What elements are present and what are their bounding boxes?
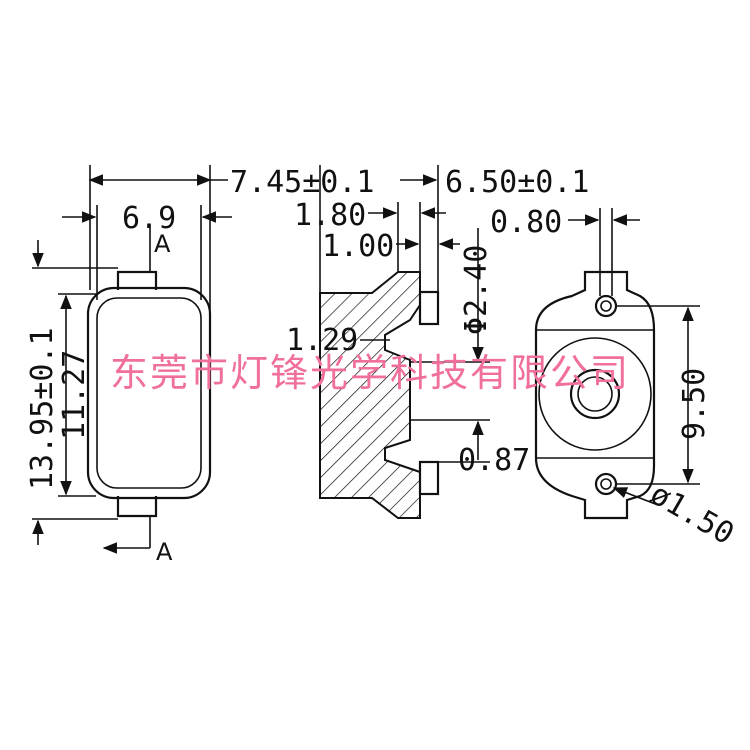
side-body-outline (534, 270, 656, 520)
dim-leader-1-50 (612, 487, 659, 506)
section-pin-bottom (418, 460, 440, 496)
dim-label-side-hole-dia: ø1.50 (644, 477, 740, 552)
dim-label-front-width-outer: 7.45±0.1 (230, 165, 375, 200)
side-hole-bottom (594, 472, 618, 496)
dim-label-front-height-outer: 13.95±0.1 (25, 327, 60, 490)
side-hole-bottom-inner (600, 478, 612, 490)
side-boss-outer (538, 337, 652, 451)
section-mark-top: A (154, 230, 171, 258)
side-hole-top (594, 294, 618, 318)
side-boss-inner (569, 368, 621, 420)
company-watermark: 东莞市灯锋光学科技有限公司 (110, 351, 630, 395)
dim-label-section-step-1: 1.80 (294, 198, 366, 233)
side-hole-top-inner (600, 300, 612, 312)
section-pin-top (418, 290, 440, 326)
front-top-tab (116, 270, 158, 290)
dim-label-front-height-inner: 11.27 (57, 350, 92, 440)
front-view: 7.45±0.1 6.9 A A 13.95±0.1 11.27 (25, 165, 375, 566)
dim-label-front-width-inner: 6.9 (122, 201, 176, 236)
dim-label-section-step-2: 1.00 (322, 229, 394, 264)
dim-label-section-gap: 1.29 (286, 323, 358, 358)
dim-label-section-pin-dia: Φ2.40 (459, 245, 494, 335)
front-body-outline (86, 286, 212, 500)
dim-label-section-pin-offset: 0.87 (458, 443, 530, 478)
front-body-inner (96, 297, 202, 489)
side-boss-hole (577, 376, 613, 412)
dim-label-side-hole-spacing: 9.50 (677, 368, 712, 440)
dim-label-section-depth: 6.50±0.1 (445, 165, 590, 200)
section-mark-bottom: A (156, 538, 173, 566)
section-body-hatched (319, 271, 421, 519)
front-bottom-tab (116, 496, 158, 518)
section-view: 6.50±0.1 1.80 1.00 Φ2.40 1.29 0.87 (286, 165, 590, 519)
dim-label-side-pin-width: 0.80 (490, 205, 562, 240)
